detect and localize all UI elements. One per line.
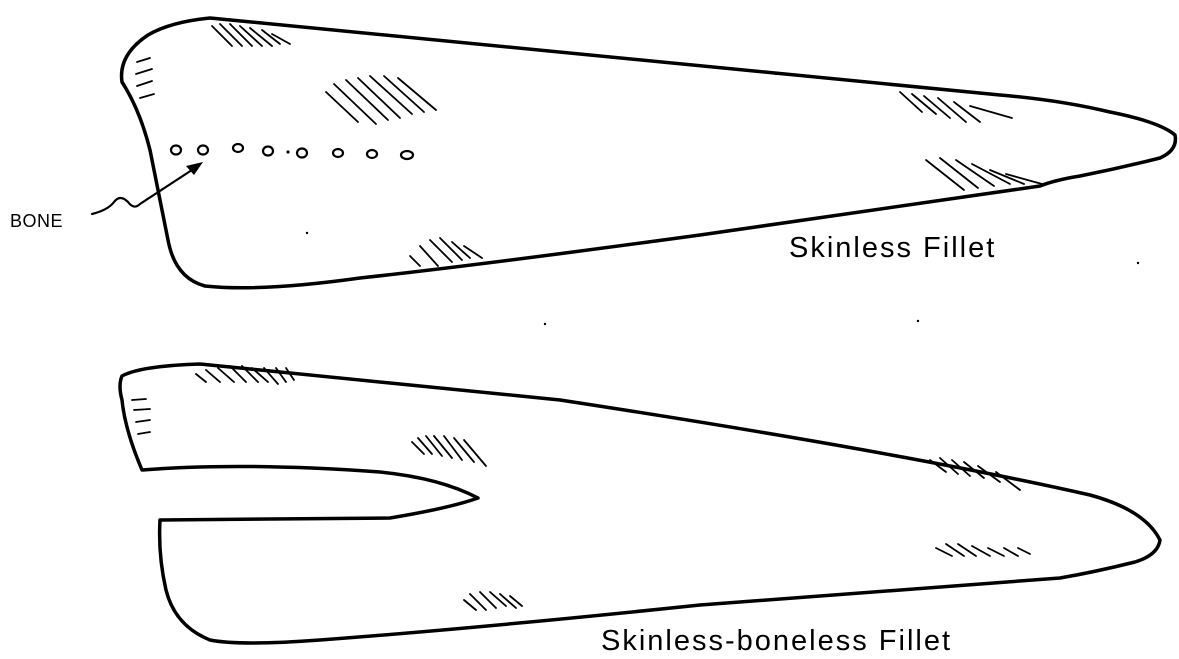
skinless-fillet-outline xyxy=(122,18,1176,288)
bone-label: BONE xyxy=(10,211,63,231)
skinless-fillet: BONE Skinless Fillet xyxy=(10,18,1175,288)
skinless-boneless-fillet: Skinless-boneless Fillet xyxy=(120,364,1160,657)
skinless-fillet-label: Skinless Fillet xyxy=(789,232,996,264)
skinless-boneless-fillet-outline xyxy=(120,364,1160,643)
skinless-boneless-fillet-label: Skinless-boneless Fillet xyxy=(601,625,952,657)
